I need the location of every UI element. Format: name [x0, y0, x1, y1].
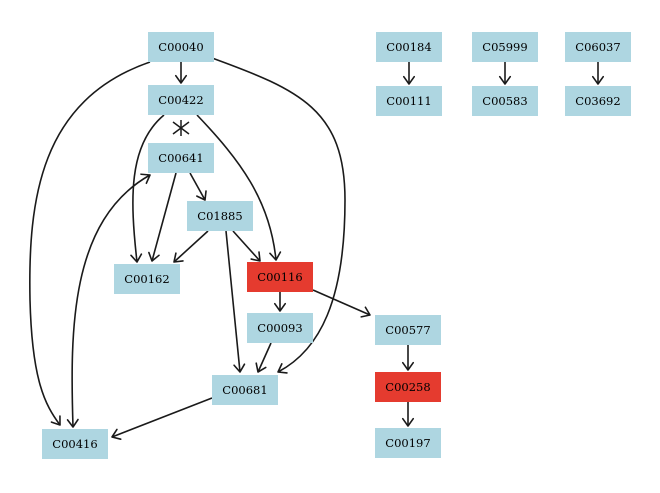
arrowhead-c00111 [402, 75, 416, 85]
edge-c00116-to-c00577 [312, 289, 371, 316]
node-label: C00111 [386, 94, 432, 108]
edge-c01885-to-c00116 [232, 230, 261, 262]
node-label: C00093 [257, 321, 303, 335]
node-label: C00422 [158, 93, 204, 107]
arrowhead-c00116 [269, 251, 282, 261]
edge-c00040-to-c00681 [211, 57, 346, 373]
node-c06037[interactable]: C06037 [565, 32, 631, 62]
node-c03692[interactable]: C03692 [565, 86, 631, 116]
node-label: C00197 [385, 436, 431, 450]
inhibition-mark-icon [172, 120, 190, 136]
arrowhead-c00641 [140, 173, 151, 185]
edge-c00681-to-c00416 [111, 397, 213, 438]
arrowhead-c00422 [174, 74, 188, 84]
arrowhead-c00093 [273, 302, 287, 312]
node-label: C06037 [575, 40, 621, 54]
arrowhead-c00162 [148, 251, 160, 262]
node-label: C00577 [385, 323, 431, 337]
node-label: C01885 [197, 209, 243, 223]
node-label: C00641 [158, 151, 204, 165]
arrowhead-c00197 [401, 417, 415, 427]
node-c00184[interactable]: C00184 [376, 32, 442, 62]
node-c00040[interactable]: C00040 [148, 32, 214, 62]
arrowhead-c00681 [233, 363, 246, 373]
arrowhead-c03692 [591, 75, 605, 85]
edge-c01885-to-c00162 [173, 230, 209, 263]
arrowhead-c00162 [173, 252, 184, 263]
node-c00093[interactable]: C00093 [247, 313, 313, 343]
edge-c00641-to-c00162 [151, 172, 177, 262]
node-c00197[interactable]: C00197 [375, 428, 441, 458]
node-label: C00040 [158, 40, 204, 54]
node-label: C03692 [575, 94, 621, 108]
edge-c00040-to-c00416 [29, 61, 151, 426]
edge-c00416-to-c00641 [71, 174, 151, 428]
node-c00416[interactable]: C00416 [42, 429, 108, 459]
edge-c00422-to-c00116 [196, 114, 277, 261]
arrowhead-c00583 [498, 75, 512, 85]
arrowhead-c01885 [196, 190, 207, 201]
node-c00577[interactable]: C00577 [375, 315, 441, 345]
edge-c01885-to-c00681 [225, 230, 241, 373]
node-c00258[interactable]: C00258 [375, 372, 441, 402]
arrowhead-c00258 [401, 361, 415, 371]
node-c05999[interactable]: C05999 [472, 32, 538, 62]
arrowhead-c00416 [111, 428, 122, 441]
edge-c00641-to-c01885 [189, 172, 206, 201]
node-c00111[interactable]: C00111 [376, 86, 442, 116]
node-c00681[interactable]: C00681 [212, 375, 278, 405]
node-c00116[interactable]: C00116 [247, 262, 313, 292]
node-c00422[interactable]: C00422 [148, 85, 214, 115]
arrowhead-c00681 [255, 362, 267, 373]
node-label: C00258 [385, 380, 431, 394]
node-c00583[interactable]: C00583 [472, 86, 538, 116]
node-c00162[interactable]: C00162 [114, 264, 180, 294]
node-label: C00681 [222, 383, 268, 397]
edge-c00422-to-c00162 [132, 114, 165, 263]
node-label: C00416 [52, 437, 98, 451]
node-c00641[interactable]: C00641 [148, 143, 214, 173]
node-label: C00116 [257, 270, 303, 284]
node-label: C00184 [386, 40, 432, 54]
arrowhead-c00416 [50, 415, 61, 426]
arrowhead-c00416 [66, 418, 79, 428]
node-label: C00162 [124, 272, 170, 286]
arrowhead-c00577 [360, 306, 371, 318]
node-c01885[interactable]: C01885 [187, 201, 253, 231]
arrowhead-c00162 [130, 253, 143, 263]
edge-c00093-to-c00681 [257, 342, 272, 373]
node-label: C05999 [482, 40, 528, 54]
arrowhead-c00681 [277, 363, 288, 374]
arrowhead-c00116 [250, 251, 261, 262]
node-label: C00583 [482, 94, 528, 108]
